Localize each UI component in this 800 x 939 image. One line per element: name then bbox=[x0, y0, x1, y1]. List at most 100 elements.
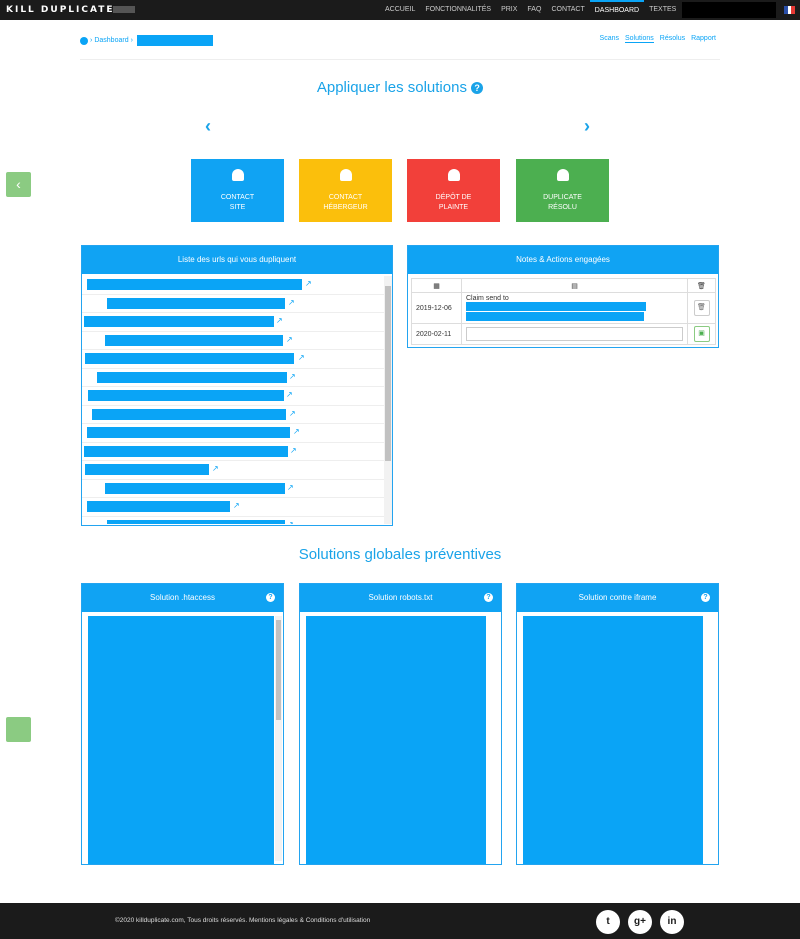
nav-item-textes[interactable]: TEXTES bbox=[649, 6, 677, 13]
nav-item-prix[interactable]: PRIX bbox=[501, 6, 518, 13]
redacted-url[interactable] bbox=[84, 445, 288, 457]
help-icon[interactable]: ? bbox=[484, 593, 493, 602]
redacted-url[interactable] bbox=[85, 353, 294, 364]
tab-rapport[interactable]: Rapport bbox=[691, 35, 716, 42]
list-item: ↗ bbox=[82, 276, 386, 295]
main-nav: ACCUEIL FONCTIONNALITÉS PRIX FAQ CONTACT… bbox=[380, 0, 681, 20]
side-back-button[interactable]: ‹ bbox=[6, 172, 31, 197]
depot-plainte-button[interactable]: DÉPÔT DE PLAINTE bbox=[407, 159, 500, 222]
iframe-code[interactable] bbox=[523, 616, 703, 864]
google-plus-icon[interactable]: g+ bbox=[628, 910, 652, 934]
robots-panel: Solution robots.txt ? bbox=[299, 583, 502, 865]
redacted-url[interactable] bbox=[105, 334, 283, 346]
breadcrumb: › Dashboard › bbox=[80, 35, 213, 46]
tab-scans[interactable]: Scans bbox=[599, 35, 619, 42]
robots-code[interactable] bbox=[306, 616, 486, 864]
contact-site-button[interactable]: CONTACT SITE bbox=[191, 159, 284, 222]
external-link-icon[interactable]: ↗ bbox=[293, 427, 300, 436]
redacted-url[interactable] bbox=[87, 279, 302, 290]
htaccess-scrollbar[interactable] bbox=[275, 616, 282, 861]
list-item: ↗ bbox=[82, 387, 386, 406]
user-icon bbox=[231, 169, 244, 181]
chevron-left-icon: ‹ bbox=[16, 176, 21, 192]
calendar-icon: ▦ bbox=[411, 278, 462, 293]
tab-resolus[interactable]: Résolus bbox=[659, 35, 686, 42]
external-link-icon[interactable]: ↗ bbox=[288, 297, 295, 307]
note-icon: ▤ bbox=[461, 278, 688, 293]
twitter-icon[interactable]: t bbox=[596, 910, 620, 934]
help-icon[interactable]: ? bbox=[266, 593, 275, 602]
chevron-right-icon[interactable]: › bbox=[584, 116, 590, 136]
chevron-left-icon[interactable]: ‹ bbox=[205, 116, 211, 136]
nav-item-faq[interactable]: FAQ bbox=[527, 6, 542, 13]
external-link-icon[interactable]: ↗ bbox=[287, 482, 294, 492]
note-text: Claim send to bbox=[466, 295, 509, 302]
redacted-url[interactable] bbox=[92, 408, 286, 420]
nav-item-fonctionnalites[interactable]: FONCTIONNALITÉS bbox=[425, 6, 492, 13]
note-input[interactable] bbox=[466, 327, 683, 341]
top-navbar: KILL DUPLICATE ACCUEIL FONCTIONNALITÉS P… bbox=[0, 0, 800, 20]
redacted-url[interactable] bbox=[85, 464, 209, 475]
nav-item-accueil[interactable]: ACCUEIL bbox=[385, 6, 416, 13]
url-list: ↗ ↗ ↗ ↗ ↗ ↗ ↗ ↗ ↗ ↗ ↗ ↗ ↗ ↗ bbox=[82, 276, 386, 524]
external-link-icon[interactable]: ↗ bbox=[276, 316, 283, 325]
help-icon[interactable]: ? bbox=[701, 593, 710, 602]
redacted-url[interactable] bbox=[105, 482, 285, 494]
note-date: 2020-02-11 bbox=[411, 323, 462, 345]
brand-logo[interactable]: KILL DUPLICATE bbox=[6, 5, 115, 15]
htaccess-code[interactable] bbox=[88, 616, 274, 864]
delete-note-button[interactable]: 🗑 bbox=[693, 300, 710, 316]
global-solutions-title: Solutions globales préventives bbox=[298, 546, 502, 563]
list-item: ↗ bbox=[82, 498, 386, 517]
scrollbar-thumb[interactable] bbox=[385, 286, 391, 461]
redacted-url[interactable] bbox=[107, 519, 285, 524]
list-item: ↗ bbox=[82, 424, 386, 443]
external-link-icon[interactable]: ↗ bbox=[289, 371, 296, 381]
redacted-note bbox=[466, 312, 644, 321]
list-item: ↗ bbox=[82, 313, 386, 332]
notes-header: Notes & Actions engagées bbox=[408, 246, 718, 274]
scrollbar-thumb[interactable] bbox=[276, 620, 281, 720]
iframe-header: Solution contre iframe ? bbox=[517, 584, 718, 612]
user-plus-icon bbox=[339, 169, 352, 181]
external-link-icon[interactable]: ↗ bbox=[286, 334, 293, 344]
redacted-url[interactable] bbox=[88, 390, 284, 401]
duplicate-resolu-button[interactable]: DUPLICATE RÉSOLU bbox=[516, 159, 609, 222]
external-link-icon[interactable]: ↗ bbox=[233, 501, 240, 510]
redacted-url[interactable] bbox=[107, 297, 285, 309]
breadcrumb-dashboard[interactable]: Dashboard bbox=[94, 37, 129, 44]
nav-item-contact[interactable]: CONTACT bbox=[551, 6, 585, 13]
list-item: ↗ bbox=[82, 517, 386, 525]
external-link-icon[interactable]: ↗ bbox=[298, 353, 305, 362]
french-flag-icon[interactable] bbox=[784, 6, 796, 14]
home-icon[interactable] bbox=[80, 36, 88, 45]
external-link-icon[interactable]: ↗ bbox=[212, 464, 219, 473]
external-link-icon[interactable]: ↗ bbox=[289, 408, 296, 418]
external-link-icon[interactable]: ↗ bbox=[286, 390, 293, 399]
sub-nav: Scans Solutions Résolus Rapport bbox=[594, 35, 716, 43]
list-item: ↗ bbox=[82, 369, 386, 387]
linkedin-icon[interactable]: in bbox=[660, 910, 684, 934]
note-date: 2019-12-06 bbox=[411, 292, 462, 324]
external-link-icon[interactable]: ↗ bbox=[290, 445, 297, 455]
side-action-button[interactable] bbox=[6, 717, 31, 742]
note-input-cell bbox=[461, 323, 688, 345]
url-list-scrollbar[interactable] bbox=[384, 276, 392, 524]
list-item: ↗ bbox=[82, 332, 386, 350]
redacted-url[interactable] bbox=[97, 371, 287, 383]
help-icon[interactable]: ? bbox=[471, 82, 484, 94]
nav-item-dashboard[interactable]: DASHBOARD bbox=[589, 0, 645, 20]
redacted-url[interactable] bbox=[87, 501, 230, 512]
save-note-button[interactable]: ▣ bbox=[693, 326, 710, 342]
tab-solutions[interactable]: Solutions bbox=[625, 35, 654, 43]
list-item: ↗ bbox=[82, 406, 386, 424]
htaccess-panel: Solution .htaccess ? bbox=[81, 583, 284, 865]
table-row: 2019-12-06 Claim send to 🗑 bbox=[411, 292, 716, 324]
redacted-url[interactable] bbox=[84, 316, 274, 327]
redacted-url[interactable] bbox=[87, 427, 290, 438]
contact-hebergeur-button[interactable]: CONTACT HÉBERGEUR bbox=[299, 159, 392, 222]
redacted-account[interactable] bbox=[682, 2, 776, 18]
external-link-icon[interactable]: ↗ bbox=[305, 279, 312, 288]
external-link-icon[interactable]: ↗ bbox=[287, 519, 294, 525]
notes-panel: Notes & Actions engagées ▦ ▤ 🗑 2019-12-0… bbox=[407, 245, 719, 348]
